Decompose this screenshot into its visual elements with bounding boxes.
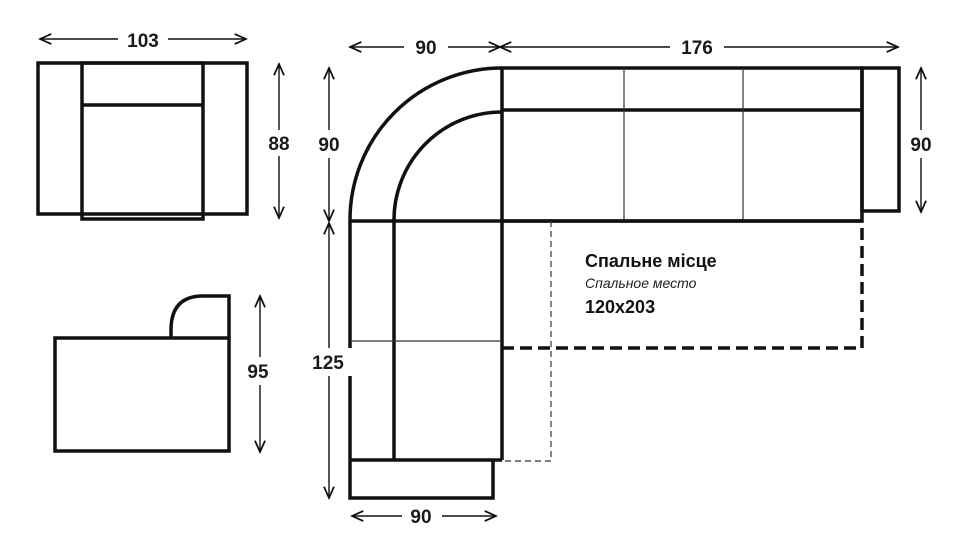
sleeping-area-title-uk: Спальне місце [585,251,717,271]
corner-sofa: Спальне місце Спальное место 120x203 90 … [306,35,939,529]
sleeping-area-extension [502,221,552,462]
sofa-long-length-label: 176 [681,38,713,59]
sofa-long-length-label-bg [670,35,724,59]
sofa-corner-inner-curve [392,110,503,222]
sleeping-area-size: 120x203 [585,297,655,317]
sofa-right-depth-label: 90 [910,135,931,156]
sofa-corner-depth-label: 90 [318,135,339,156]
sofa-short-width-label-bg [402,505,442,529]
sofa-corner-outer-curve [348,66,503,222]
armchair-outline [36,61,249,216]
armchair-side-body [53,336,231,453]
sofa-short-width-label: 90 [410,507,431,528]
armchair-side-view: 95 [53,294,279,453]
armchair-height-label-bg [243,357,279,385]
sofa-corner-depth-label-bg [312,130,348,158]
armchair-width-label: 103 [127,31,159,52]
armchair-height-label: 95 [247,362,269,383]
sofa-right-depth-label-bg [903,130,939,158]
sofa-short-length-label: 125 [312,353,344,374]
armchair-side-back [169,294,231,338]
sofa-right-armrest [860,66,901,213]
armchair-top-view: 103 88 [36,28,298,221]
sofa-short-length-label-bg [306,348,352,376]
sleeping-area-title-ru: Спальное место [585,275,697,291]
armchair-depth-label-bg [262,130,298,156]
sofa-short-armrest [348,460,495,500]
armchair-depth-label: 88 [268,134,289,155]
sofa-long-side-frame [502,66,864,223]
armchair-seat-frame [80,61,205,221]
sleeping-area-outline [502,221,864,350]
armchair-width-label-bg [118,28,168,50]
sofa-corner-width-label-bg [404,35,448,59]
sofa-corner-width-label: 90 [415,38,436,59]
